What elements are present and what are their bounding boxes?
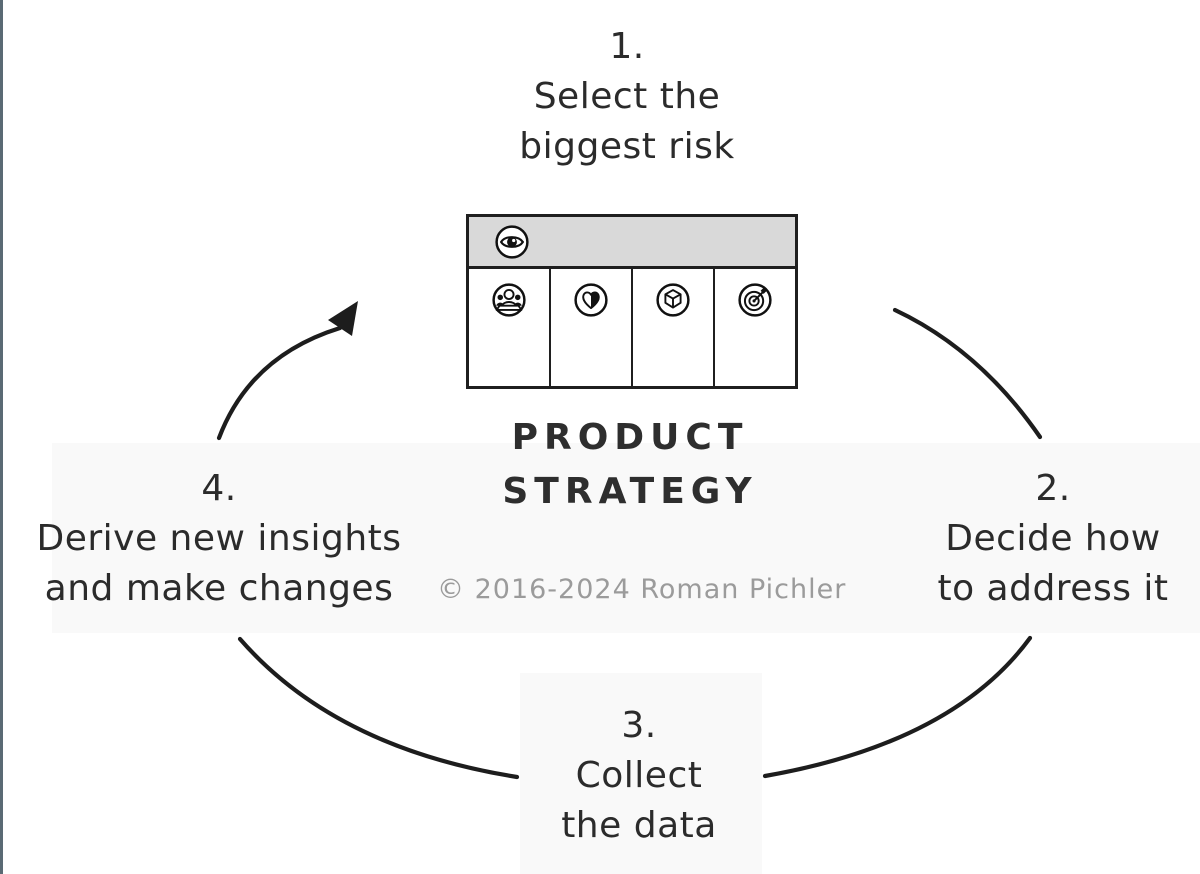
copyright-notice: © 2016-2024 Roman Pichler: [437, 574, 847, 605]
step-2-label: 2. Decide how to address it: [903, 464, 1200, 614]
target-group-icon: [492, 283, 526, 317]
step-1-line1: Select the: [533, 76, 721, 117]
board-column-product: [633, 269, 715, 389]
step-4-line1: Derive new insights: [36, 518, 402, 559]
board-title: PRODUCT STRATEGY: [430, 411, 830, 519]
step-1-label: 1. Select the biggest risk: [427, 22, 827, 172]
middle-row-background: [52, 443, 1200, 633]
step-2-line1: Decide how: [945, 518, 1161, 559]
board-title-line1: PRODUCT: [511, 417, 749, 458]
step-3-number: 3.: [621, 705, 657, 746]
step3-background: [520, 673, 762, 874]
board-column-business-goals: [715, 269, 795, 389]
step-1-number: 1.: [609, 26, 645, 67]
step-3-line2: the data: [561, 805, 717, 846]
step-3-label: 3. Collect the data: [489, 701, 789, 851]
arc-step2-to-step3: [762, 635, 1033, 779]
step-4-number: 4.: [201, 468, 237, 509]
step-1-line2: biggest risk: [519, 126, 735, 167]
arc-step4-to-step1: [216, 325, 343, 441]
board-column-needs: [551, 269, 633, 389]
arc-step3-to-step4: [237, 636, 520, 780]
step-3-line1: Collect: [575, 755, 703, 796]
step-2-line2: to address it: [937, 568, 1169, 609]
business-goals-target-icon: [738, 283, 772, 317]
board-title-line2: STRATEGY: [502, 471, 758, 512]
eye-vision-icon: [495, 224, 529, 259]
step-4-line2: and make changes: [44, 568, 394, 609]
arrowhead-icon: [328, 301, 358, 336]
arc-step1-to-step2: [892, 307, 1043, 440]
window-left-edge: [0, 0, 3, 874]
product-vision-board: [466, 214, 798, 389]
needs-heart-icon: [574, 283, 608, 317]
board-columns: [469, 269, 795, 389]
product-cube-icon: [656, 283, 690, 317]
board-column-target-group: [469, 269, 551, 389]
vision-row: [469, 217, 795, 269]
step-4-label: 4. Derive new insights and make changes: [9, 464, 429, 614]
step-2-number: 2.: [1035, 468, 1071, 509]
